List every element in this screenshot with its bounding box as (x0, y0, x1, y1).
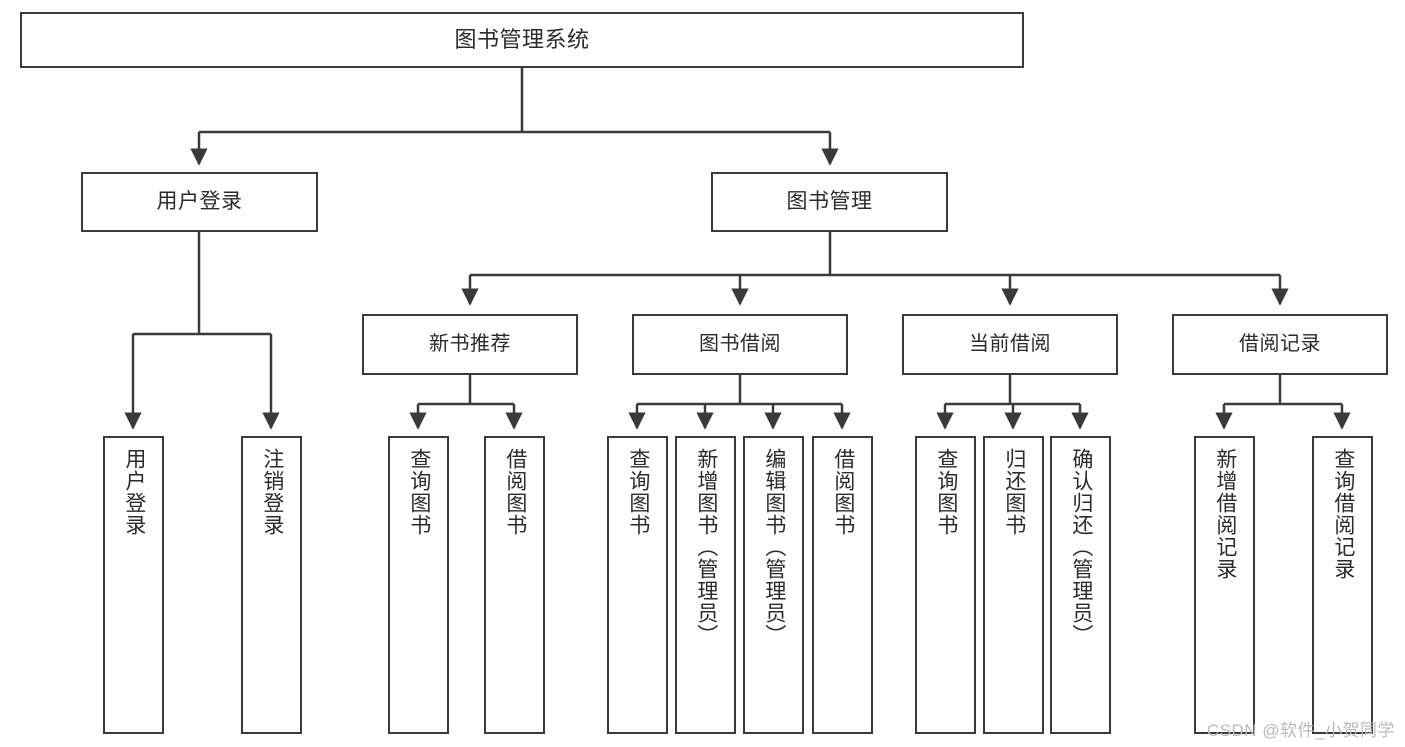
leaf-borrow-borrow-book[interactable]: 借阅图书 (812, 436, 873, 734)
node-book-borrow[interactable]: 图书借阅 (632, 314, 848, 375)
node-label: 查询借阅记录 (1331, 448, 1355, 580)
node-label: 新增图书（管理员） (694, 448, 718, 646)
node-borrow-record[interactable]: 借阅记录 (1172, 314, 1388, 375)
leaf-user-logout-action[interactable]: 注销登录 (241, 436, 302, 734)
node-label: 查询图书 (934, 448, 958, 536)
node-root-system[interactable]: 图书管理系统 (20, 12, 1024, 68)
node-label: 用户登录 (122, 448, 146, 536)
leaf-current-confirm-return-admin[interactable]: 确认归还（管理员） (1050, 436, 1111, 734)
node-label: 归还图书 (1002, 448, 1026, 536)
node-label: 图书管理 (786, 189, 873, 213)
node-current-borrow[interactable]: 当前借阅 (902, 314, 1118, 375)
leaf-current-return-book[interactable]: 归还图书 (983, 436, 1044, 734)
leaf-borrow-query-book[interactable]: 查询图书 (607, 436, 668, 734)
node-label: 查询图书 (626, 448, 650, 536)
leaf-borrow-edit-book-admin[interactable]: 编辑图书（管理员） (743, 436, 804, 734)
node-book-management[interactable]: 图书管理 (711, 172, 948, 232)
leaf-current-query-book[interactable]: 查询图书 (915, 436, 976, 734)
node-label: 编辑图书（管理员） (762, 448, 786, 646)
node-label: 借阅记录 (1239, 333, 1321, 355)
node-label: 确认归还（管理员） (1069, 448, 1093, 646)
leaf-record-query-borrow-record[interactable]: 查询借阅记录 (1312, 436, 1373, 734)
node-label: 借阅图书 (831, 448, 855, 536)
node-label: 图书借阅 (699, 333, 781, 355)
node-label: 注销登录 (260, 448, 284, 536)
node-label: 当前借阅 (969, 333, 1051, 355)
leaf-borrow-add-book-admin[interactable]: 新增图书（管理员） (675, 436, 736, 734)
node-label: 新增借阅记录 (1213, 448, 1237, 580)
node-label: 新书推荐 (429, 333, 511, 355)
leaf-recommend-borrow-book[interactable]: 借阅图书 (484, 436, 545, 734)
node-user-login[interactable]: 用户登录 (81, 172, 318, 232)
node-label: 图书管理系统 (454, 27, 590, 53)
node-new-book-recommend[interactable]: 新书推荐 (362, 314, 578, 375)
leaf-recommend-query-book[interactable]: 查询图书 (388, 436, 449, 734)
node-label: 借阅图书 (503, 448, 527, 536)
watermark-text: CSDN @软件_小贺同学 (1206, 721, 1395, 740)
leaf-record-add-borrow-record[interactable]: 新增借阅记录 (1194, 436, 1255, 734)
leaf-user-login-action[interactable]: 用户登录 (103, 436, 164, 734)
node-label: 用户登录 (156, 189, 243, 213)
node-label: 查询图书 (407, 448, 431, 536)
